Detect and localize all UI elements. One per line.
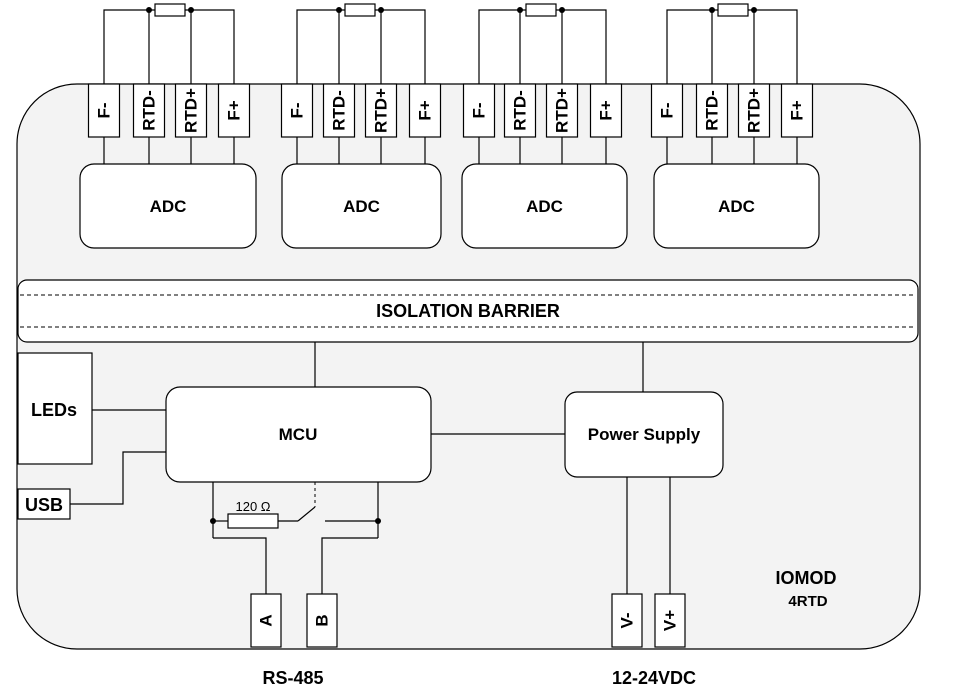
pin-fplus (589, 83, 623, 138)
adc-block (79, 163, 257, 249)
termination-resistor-label: 120 Ω (235, 499, 270, 514)
pin-label: RTD+ (182, 88, 201, 133)
pin-fminus (87, 83, 121, 138)
rtd-channel-4: F- RTD- RTD+ F+ ADC (650, 3, 820, 249)
pin-label: F+ (788, 100, 807, 120)
pin-rtdminus (132, 83, 166, 138)
pin-label: RTD+ (372, 88, 391, 133)
pin-label: F+ (225, 100, 244, 120)
isolation-barrier-label: ISOLATION BARRIER (376, 301, 560, 321)
rtd-sensor-resistor (525, 3, 557, 17)
sensor-loop (478, 9, 607, 84)
leds-block: LEDs (17, 352, 93, 465)
device-name: IOMOD (776, 568, 837, 588)
mcu-block: MCU (165, 386, 432, 483)
rtd-input-groups: F- RTD- RTD+ F+ ADC F- RTD- RTD+ F+ ADC F- RTD- RTD+… (79, 3, 820, 249)
termination-resistor (227, 513, 279, 529)
rtd-sensor-resistor (344, 3, 376, 17)
leds-label: LEDs (31, 400, 77, 420)
pin-label: F- (658, 102, 677, 118)
rs485-label: RS-485 (262, 668, 323, 688)
rtd-channel-2: F- RTD- RTD+ F+ ADC (280, 3, 442, 249)
adc-label: ADC (343, 197, 380, 216)
pin-label: F+ (597, 100, 616, 120)
sensor-loop (296, 9, 426, 84)
adc-label: ADC (718, 197, 755, 216)
rtd-channel-1: F- RTD- RTD+ F+ ADC (79, 3, 257, 249)
pin-label: RTD- (330, 90, 349, 131)
pin-fminus (650, 83, 684, 138)
device-model: 4RTD (788, 593, 827, 610)
power-supply-block: Power Supply (564, 391, 724, 478)
pin-label: V+ (661, 610, 680, 631)
pin-label: B (313, 614, 332, 626)
adc-block (461, 163, 628, 249)
pin-label: RTD+ (553, 88, 572, 133)
adc-label: ADC (150, 197, 187, 216)
pin-label: A (257, 614, 276, 626)
bottom-connector-pins: A B V- V+ (250, 593, 686, 648)
pin-label: RTD+ (745, 88, 764, 133)
pin-fplus (780, 83, 814, 138)
adc-block (281, 163, 442, 249)
rs485-termination-circuit: 120 Ω (210, 482, 381, 594)
usb-block: USB (17, 488, 71, 520)
rs485-pin-a: A (250, 593, 282, 648)
pin-fminus (280, 83, 314, 138)
sensor-loop (666, 9, 798, 84)
pin-label: RTD- (140, 90, 159, 131)
rtd-sensor-resistor (717, 3, 749, 17)
usb-label: USB (25, 495, 63, 515)
power-pin-vplus: V+ (654, 593, 686, 648)
pin-fplus (217, 83, 251, 138)
pin-label: RTD- (511, 90, 530, 131)
termination-switch (297, 506, 316, 522)
pin-rtdminus (695, 83, 729, 138)
rtd-channel-3: F- RTD- RTD+ F+ ADC (461, 3, 628, 249)
sensor-loop (103, 9, 235, 84)
adc-block (653, 163, 820, 249)
usb-to-mcu-line (70, 451, 166, 505)
pin-label: RTD- (703, 90, 722, 131)
power-pin-vminus: V- (611, 593, 643, 648)
pin-fplus (408, 83, 442, 138)
pin-rtdplus (364, 83, 398, 138)
mcu-label: MCU (279, 425, 318, 444)
pin-label: F+ (416, 100, 435, 120)
power-supply-label: Power Supply (588, 425, 701, 444)
adc-label: ADC (526, 197, 563, 216)
pin-label: F- (95, 102, 114, 118)
rtd-sensor-resistor (154, 3, 186, 17)
pin-rtdminus (322, 83, 356, 138)
pin-fminus (462, 83, 496, 138)
pin-rtdplus (737, 83, 771, 138)
isolation-barrier: ISOLATION BARRIER (17, 279, 919, 343)
power-input-label: 12-24VDC (612, 668, 696, 688)
pin-label: V- (618, 612, 637, 628)
pin-rtdplus (174, 83, 208, 138)
rs485-pin-b: B (306, 593, 338, 648)
pin-rtdplus (545, 83, 579, 138)
pin-label: F- (288, 102, 307, 118)
pin-label: F- (470, 102, 489, 118)
pin-rtdminus (503, 83, 537, 138)
